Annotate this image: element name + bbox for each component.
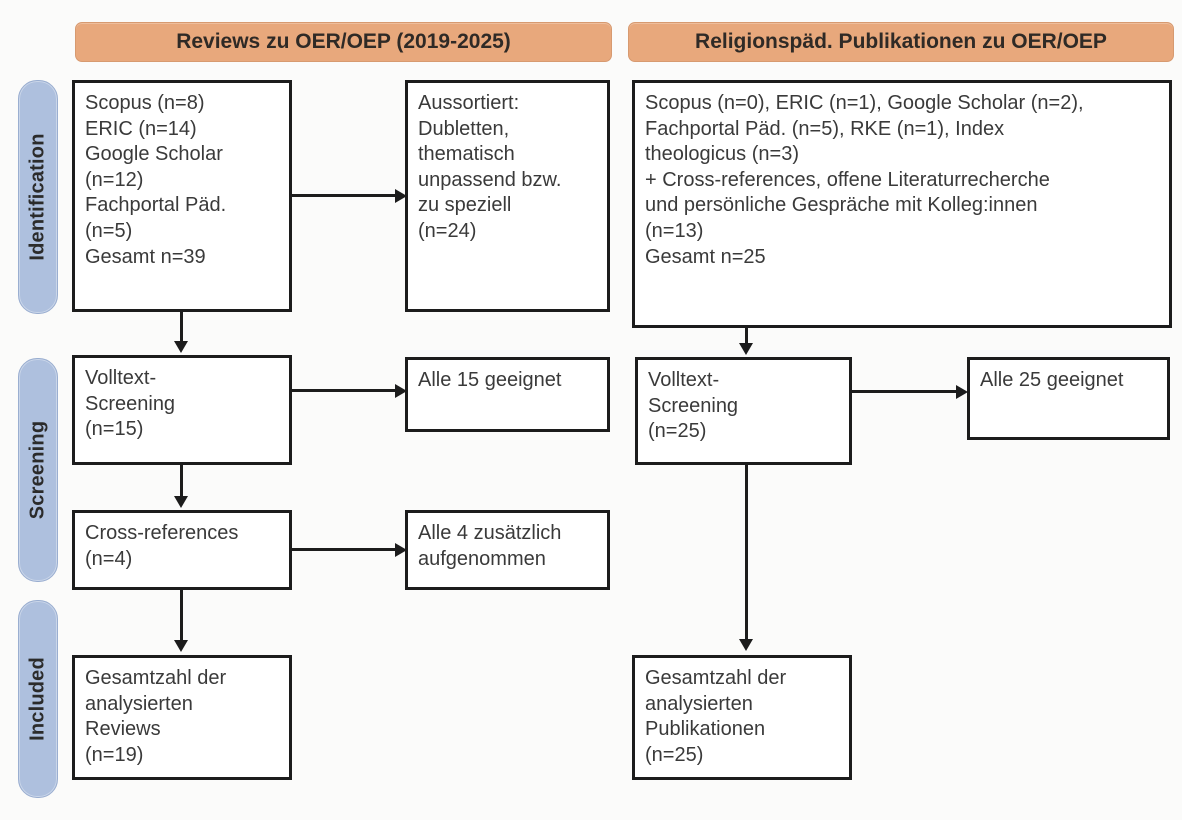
column-header-reviews: Reviews zu OER/OEP (2019-2025) (75, 22, 612, 62)
stage-label-identification: Identification (26, 133, 49, 261)
arrowhead-left-crossrefs-to-result (395, 543, 407, 557)
stage-label-included: Included (26, 657, 49, 741)
arrowhead-left-fulltext-to-crossrefs (174, 496, 188, 508)
connector-right-fulltext-to-included (745, 465, 748, 641)
connector-right-fulltext-to-result (852, 390, 958, 393)
box-left-cross-references: Cross-references (n=4) (72, 510, 292, 590)
arrowhead-left-identification-to-fulltext (174, 341, 188, 353)
connector-left-identification-to-fulltext (180, 312, 183, 343)
box-right-fulltext-result: Alle 25 geeignet (967, 357, 1170, 440)
stage-label-screening: Screening (26, 420, 49, 520)
box-right-included-total: Gesamtzahl der analysierten Publikatione… (632, 655, 852, 780)
connector-left-fulltext-to-result (292, 389, 397, 392)
arrowhead-left-fulltext-to-result (395, 384, 407, 398)
stage-pill-identification: Identification (18, 80, 58, 314)
arrowhead-left-crossrefs-to-included (174, 640, 188, 652)
box-left-fulltext-screening: Volltext- Screening (n=15) (72, 355, 292, 465)
box-left-cross-references-result: Alle 4 zusätzlich aufgenommen (405, 510, 610, 590)
box-left-included-total: Gesamtzahl der analysierten Reviews (n=1… (72, 655, 292, 780)
connector-left-identification-to-excluded (292, 194, 397, 197)
arrowhead-left-identification-to-excluded (395, 189, 407, 203)
box-right-identification-sources: Scopus (n=0), ERIC (n=1), Google Scholar… (632, 80, 1172, 328)
box-right-fulltext-screening: Volltext- Screening (n=25) (635, 357, 852, 465)
connector-right-identification-to-fulltext (745, 328, 748, 345)
connector-left-fulltext-to-crossrefs (180, 465, 183, 498)
arrowhead-right-fulltext-to-result (956, 385, 968, 399)
connector-left-crossrefs-to-included (180, 590, 183, 642)
stage-pill-screening: Screening (18, 358, 58, 582)
arrowhead-right-fulltext-to-included (739, 639, 753, 651)
box-left-excluded: Aussortiert: Dubletten, thematisch unpas… (405, 80, 610, 312)
stage-pill-included: Included (18, 600, 58, 798)
column-header-religionspaed: Religionspäd. Publikationen zu OER/OEP (628, 22, 1174, 62)
connector-left-crossrefs-to-result (292, 548, 397, 551)
box-left-fulltext-result: Alle 15 geeignet (405, 357, 610, 432)
box-left-identification-sources: Scopus (n=8) ERIC (n=14) Google Scholar … (72, 80, 292, 312)
arrowhead-right-identification-to-fulltext (739, 343, 753, 355)
